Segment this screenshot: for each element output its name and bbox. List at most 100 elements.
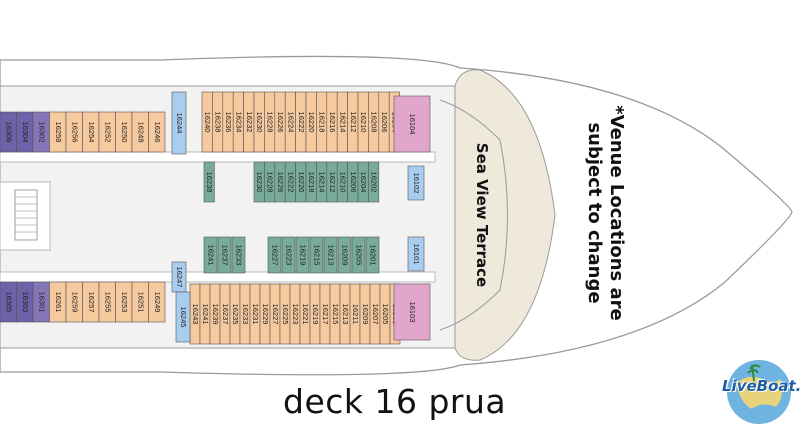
cabin-number: 16246 xyxy=(153,122,162,143)
cabin-top-forward[interactable]: 16240 xyxy=(201,91,213,153)
cabin-bottom-aft[interactable]: 16305 xyxy=(0,281,17,323)
cabin-top-aft[interactable]: 16304 xyxy=(16,111,34,153)
cabin-inside-top[interactable]: 16226 xyxy=(274,161,286,203)
cabin-number: 16104 xyxy=(408,114,417,135)
cabin-top-forward[interactable]: 16236 xyxy=(222,91,234,153)
cabin-inside-bottom[interactable]: 16237 xyxy=(217,236,232,274)
cabin-inside-top[interactable]: 16212 xyxy=(326,161,338,203)
cabin-number: 16219 xyxy=(311,304,320,325)
cabin-bottom-forward[interactable]: 16233 xyxy=(239,283,251,345)
cabin-top-forward[interactable]: 16206 xyxy=(378,91,390,153)
cabin-small-bottom[interactable]: 16101 xyxy=(407,236,425,272)
cabin-bottom-aft[interactable]: 16303 xyxy=(16,281,34,323)
cabin-number: 16252 xyxy=(103,122,112,143)
cabin-bottom-aft[interactable]: 16255 xyxy=(98,281,116,323)
cabin-bottom-forward[interactable]: 16221 xyxy=(299,283,311,345)
cabin-inside-bottom[interactable]: 16201 xyxy=(365,236,380,274)
cabin-inside-top[interactable]: 16228 xyxy=(264,161,276,203)
cabin-bottom-forward[interactable]: 16217 xyxy=(319,283,331,345)
cabin-inside-top[interactable]: 16202 xyxy=(368,161,380,203)
cabin-inside-bottom[interactable]: 16209 xyxy=(337,236,352,274)
cabin-top-forward[interactable]: 16238 xyxy=(212,91,224,153)
cabin-pink-top[interactable]: 16104 xyxy=(393,95,431,153)
cabin-bottom-forward[interactable]: 16231 xyxy=(249,283,261,345)
cabin-top-forward[interactable]: 16212 xyxy=(347,91,359,153)
cabin-inside-top[interactable]: 16218 xyxy=(305,161,317,203)
cabin-bottom-aft[interactable]: 16301 xyxy=(32,281,50,323)
cabin-pink-bottom[interactable]: 16103 xyxy=(393,283,431,341)
cabin-inside-bottom[interactable]: 16223 xyxy=(281,236,296,274)
cabin-top-forward[interactable]: 16228 xyxy=(264,91,276,153)
cabin-top-aft[interactable]: 16302 xyxy=(32,111,50,153)
cabin-bottom-aft[interactable]: 16261 xyxy=(49,281,67,323)
cabin-number: 16227 xyxy=(271,245,280,266)
cabin-bottom-forward[interactable]: 16227 xyxy=(269,283,281,345)
cabin-number: 16218 xyxy=(307,172,316,193)
cabin-bottom-aft[interactable]: 16253 xyxy=(115,281,133,323)
cabin-top-aft[interactable]: 16254 xyxy=(82,111,100,153)
cabin-top-forward[interactable]: 16220 xyxy=(305,91,317,153)
cabin-blue-top[interactable]: 16244 xyxy=(171,91,187,155)
cabin-bottom-aft[interactable]: 16259 xyxy=(65,281,83,323)
cabin-bottom-forward[interactable]: 16223 xyxy=(289,283,301,345)
cabin-top-forward[interactable]: 16222 xyxy=(295,91,307,153)
cabin-inside-bottom[interactable]: 16205 xyxy=(351,236,366,274)
cabin-top-forward[interactable]: 16226 xyxy=(274,91,286,153)
cabin-blue-bottom[interactable]: 16247 xyxy=(171,261,187,293)
cabin-top-forward[interactable]: 16208 xyxy=(368,91,380,153)
cabin-bottom-forward[interactable]: 16207 xyxy=(369,283,381,345)
cabin-bottom-forward[interactable]: 16213 xyxy=(339,283,351,345)
cabin-inside-bottom[interactable]: 16213 xyxy=(323,236,338,274)
cabin-inside-top[interactable]: 16230 xyxy=(253,161,265,203)
cabin-inside-bottom[interactable]: 16233 xyxy=(231,236,246,274)
cabin-bottom-forward[interactable]: 16205 xyxy=(379,283,391,345)
cabin-bottom-forward[interactable]: 16237 xyxy=(219,283,231,345)
cabin-top-forward[interactable]: 16216 xyxy=(326,91,338,153)
cabin-top-forward[interactable]: 16234 xyxy=(232,91,244,153)
cabin-inside-top[interactable]: 16220 xyxy=(295,161,307,203)
cabin-top-aft[interactable]: 16306 xyxy=(0,111,17,153)
cabin-bottom-forward[interactable]: 16225 xyxy=(279,283,291,345)
cabin-bottom-forward[interactable]: 16229 xyxy=(259,283,271,345)
cabin-bottom-forward[interactable]: 16211 xyxy=(349,283,361,345)
cabin-bottom-aft[interactable]: 16257 xyxy=(82,281,100,323)
cabin-bottom-forward[interactable]: 16235 xyxy=(229,283,241,345)
cabin-top-aft[interactable]: 16248 xyxy=(131,111,149,153)
cabin-number: 16219 xyxy=(299,245,308,266)
cabin-small-top[interactable]: 16102 xyxy=(407,165,425,201)
cabin-top-forward[interactable]: 16230 xyxy=(253,91,265,153)
cabin-number: 16212 xyxy=(328,172,337,193)
cabin-bottom-forward[interactable]: 16219 xyxy=(309,283,321,345)
liveboat-logo[interactable]: LiveBoat.it xyxy=(722,355,800,429)
cabin-inside-top[interactable]: 16214 xyxy=(316,161,328,203)
cabin-bottom-forward[interactable]: 16209 xyxy=(359,283,371,345)
cabin-inside-bottom[interactable]: 16219 xyxy=(295,236,310,274)
cabin-top-aft[interactable]: 16250 xyxy=(115,111,133,153)
cabin-inside-top[interactable]: 16210 xyxy=(336,161,348,203)
cabin-top-aft[interactable]: 16252 xyxy=(98,111,116,153)
cabin-bottom-forward[interactable]: 16239 xyxy=(209,283,221,345)
cabin-top-aft[interactable]: 16258 xyxy=(49,111,67,153)
cabin-top-forward[interactable]: 16218 xyxy=(316,91,328,153)
cabin-inside-bottom[interactable]: 16215 xyxy=(309,236,324,274)
cabin-top-aft[interactable]: 16256 xyxy=(65,111,83,153)
cabin-blue-bottom-2[interactable]: 16245 xyxy=(175,291,191,343)
cabin-inside-top[interactable]: 16204 xyxy=(357,161,369,203)
cabin-bottom-aft[interactable]: 16251 xyxy=(131,281,149,323)
cabin-bottom-forward[interactable]: 16215 xyxy=(329,283,341,345)
cabin-top-forward[interactable]: 16210 xyxy=(357,91,369,153)
cabin-inside-top[interactable]: 16222 xyxy=(284,161,296,203)
cabin-bottom-forward[interactable]: 16241 xyxy=(199,283,211,345)
cabin-bottom-aft[interactable]: 16249 xyxy=(148,281,166,323)
cabin-top-forward[interactable]: 16214 xyxy=(336,91,348,153)
cabin-top-aft[interactable]: 16246 xyxy=(148,111,166,153)
cabin-top-forward[interactable]: 16224 xyxy=(284,91,296,153)
cabin-number: 16227 xyxy=(271,304,280,325)
cabin-inside-bottom[interactable]: 16241 xyxy=(203,236,218,274)
cabin-top-forward[interactable]: 16232 xyxy=(243,91,255,153)
cabin-inside-top[interactable]: 16206 xyxy=(347,161,359,203)
cabin-inside-bottom[interactable]: 16227 xyxy=(267,236,282,274)
cabin-inside-top[interactable]: 16238 xyxy=(203,161,215,203)
cabin-bottom-forward[interactable]: 16243 xyxy=(189,283,201,345)
